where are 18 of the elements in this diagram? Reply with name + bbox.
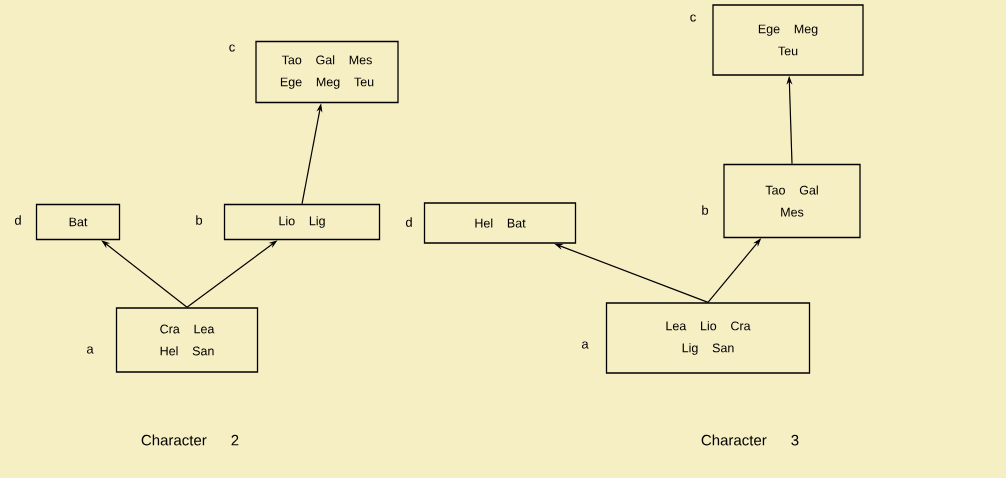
node-letter: d [14, 215, 21, 225]
node-letter: b [702, 205, 709, 215]
taxon-box: Lio Lig [223, 203, 381, 241]
taxon-box: Hel Bat [423, 202, 577, 244]
caption-text: Character 3 [701, 434, 799, 446]
taxon-box: Tao Gal Mes Ege Meg Teu [255, 40, 399, 104]
taxon-box: Bat [35, 203, 121, 241]
node-letter: a [581, 341, 589, 349]
taxon-box: Ege Meg Teu [712, 4, 864, 76]
node-letter: d [405, 217, 412, 227]
node-letter: b [196, 215, 203, 225]
caption-text: Character 2 [141, 434, 239, 446]
taxon-box: Tao Gal Mes [723, 163, 861, 239]
node-letter: a [86, 346, 94, 354]
node-letter: c [229, 44, 235, 52]
node-letter: c [690, 14, 696, 22]
taxon-box: Lea Lio Cra Lig San [605, 302, 811, 374]
taxon-box: Cra Lea Hel San [115, 307, 259, 373]
